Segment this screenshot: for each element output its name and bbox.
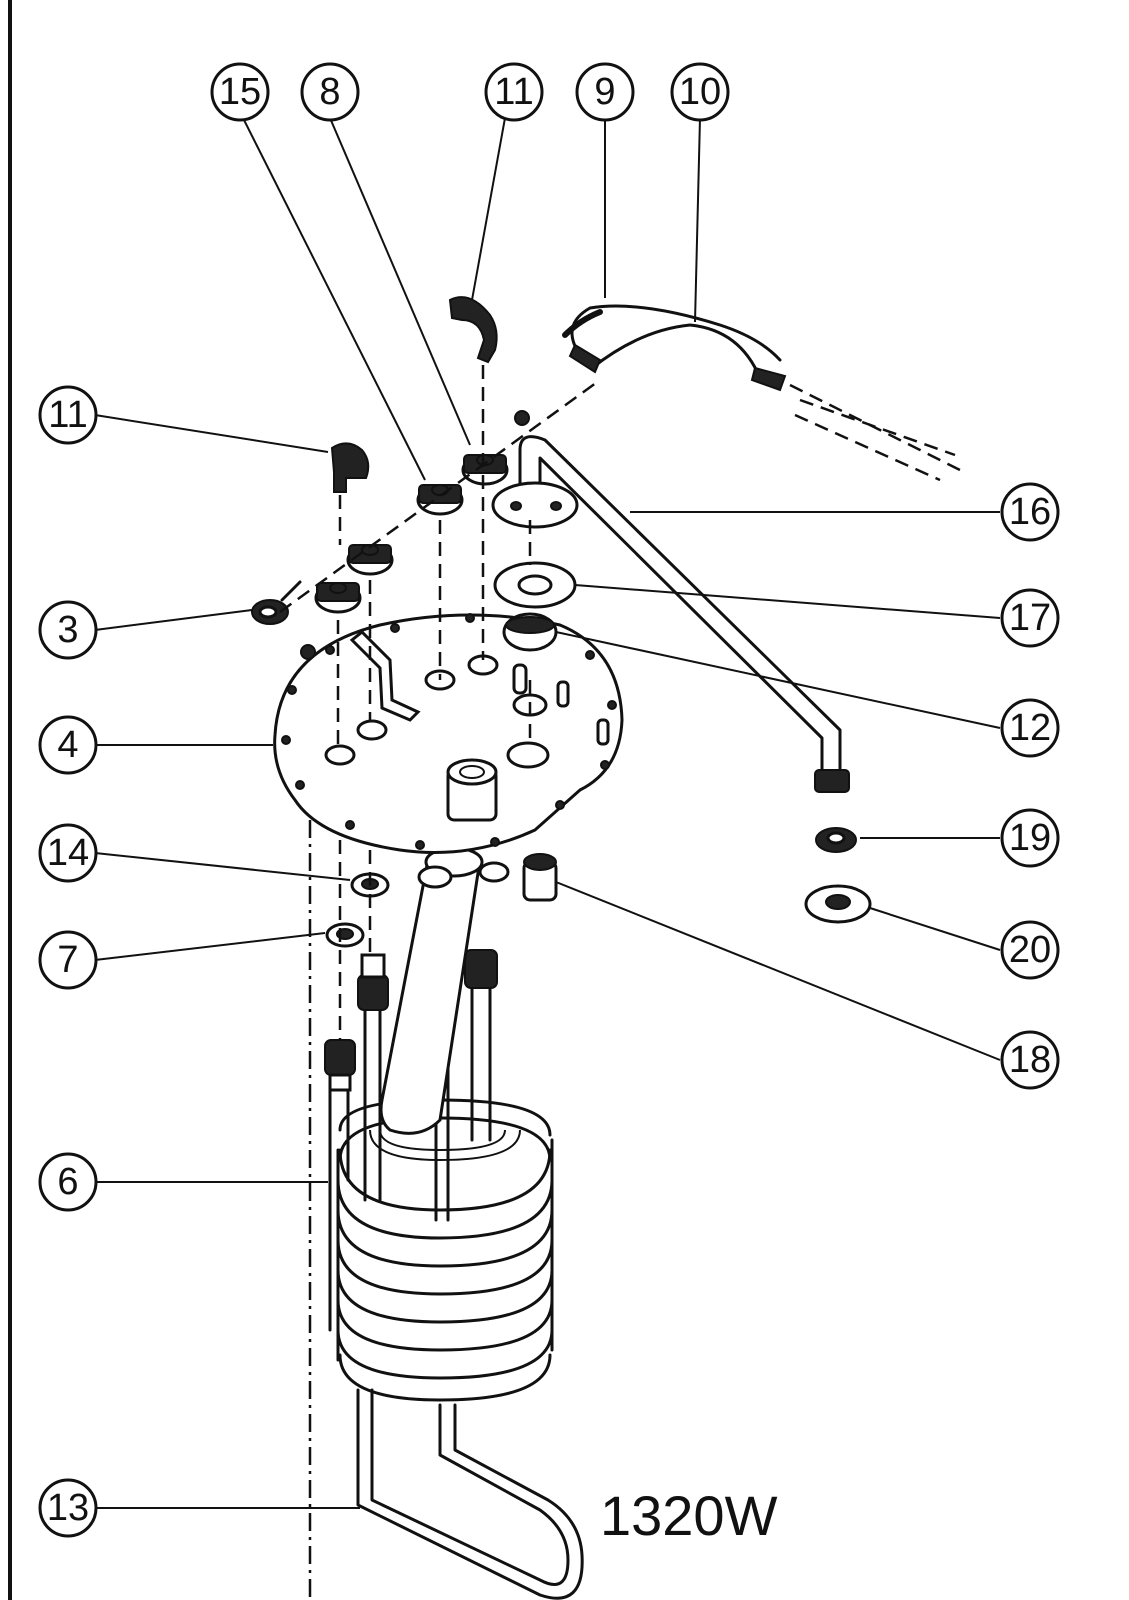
- callout-label: 11: [494, 71, 533, 113]
- callout-8: 8: [300, 62, 360, 122]
- callout-label: 11: [48, 394, 87, 436]
- leader-lines: [94, 117, 1001, 1509]
- callout-label: 15: [219, 71, 261, 113]
- callout-label: 13: [47, 1487, 89, 1529]
- callout-label: 17: [1009, 597, 1051, 639]
- callout-12: 12: [1000, 698, 1060, 758]
- elbow-fitting-left: [330, 442, 370, 493]
- bush-18: [522, 853, 558, 902]
- callout-14: 14: [38, 823, 98, 883]
- callout-label: 19: [1009, 817, 1051, 859]
- nuts: [300, 410, 530, 660]
- flange-plate: [273, 613, 624, 854]
- plug: [502, 612, 558, 652]
- callout-label: 10: [679, 71, 721, 113]
- callout-label: 8: [319, 71, 340, 113]
- gasket: [493, 561, 577, 609]
- callout-label: 9: [594, 71, 615, 113]
- washers-row: [417, 861, 510, 889]
- clip: [251, 580, 302, 625]
- callout-11-left: 11: [38, 385, 98, 445]
- callout-label: 6: [57, 1161, 78, 1203]
- callout-15: 15: [210, 62, 270, 122]
- callout-7: 7: [38, 930, 98, 990]
- pipe-nut: [815, 827, 857, 853]
- wire-harness: [562, 304, 961, 482]
- pipe-flange: [491, 481, 579, 529]
- callout-6: 6: [38, 1152, 98, 1212]
- callout-label: 18: [1009, 1039, 1051, 1081]
- callout-13: 13: [38, 1478, 98, 1538]
- callout-label: 16: [1009, 491, 1051, 533]
- heating-coil: [324, 949, 554, 1402]
- callout-17: 17: [1000, 588, 1060, 648]
- outlet-pipe: [518, 435, 850, 793]
- callout-18: 18: [1000, 1030, 1060, 1090]
- pipe-washer: [804, 884, 872, 924]
- callout-20: 20: [1000, 920, 1060, 980]
- callout-19: 19: [1000, 808, 1060, 868]
- elbow-fitting-top: [448, 296, 498, 364]
- callout-4: 4: [38, 715, 98, 775]
- assembly-lines: [279, 365, 601, 1040]
- callout-9: 9: [575, 62, 635, 122]
- callout-label: 20: [1009, 929, 1051, 971]
- callout-16: 16: [1000, 482, 1060, 542]
- wattage-label: 1320W: [600, 1484, 778, 1547]
- callout-label: 7: [57, 939, 78, 981]
- callout-label: 12: [1009, 707, 1051, 749]
- inner-tube: [379, 846, 484, 1135]
- callout-label: 3: [57, 609, 78, 651]
- washer-7: [325, 922, 365, 948]
- callout-11-top: 11: [484, 62, 544, 122]
- heating-element-u: [356, 1388, 584, 1600]
- callout-label: 4: [57, 724, 78, 766]
- callout-label: 14: [47, 832, 89, 874]
- callout-10: 10: [670, 62, 730, 122]
- callout-3: 3: [38, 600, 98, 660]
